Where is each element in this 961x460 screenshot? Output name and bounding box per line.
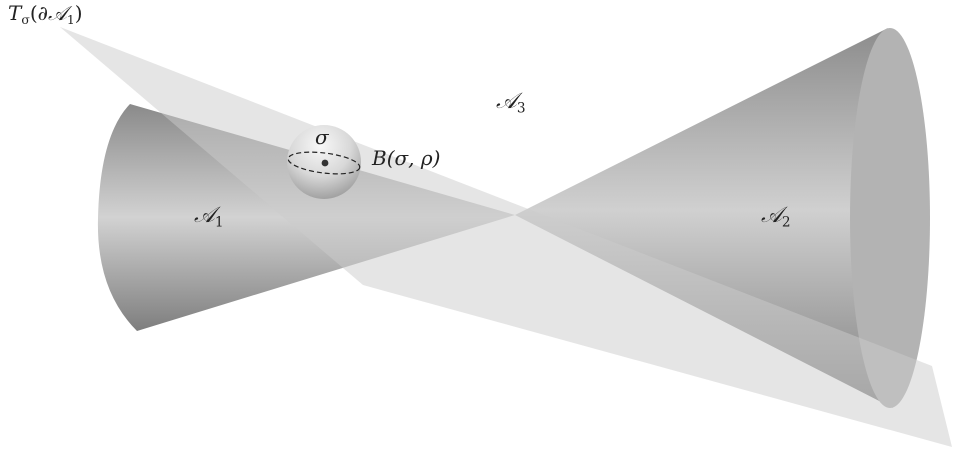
cone-a2-base xyxy=(850,28,930,408)
sigma-point xyxy=(321,159,329,167)
tangent-plane xyxy=(60,27,952,447)
cone-a2 xyxy=(515,28,893,408)
region-a1-label: 𝒜1 xyxy=(194,203,224,231)
ball-equator xyxy=(287,151,361,175)
ball-label: B(σ, ρ) xyxy=(372,146,441,170)
region-a2-label: 𝒜2 xyxy=(761,203,791,231)
sigma-label: σ xyxy=(315,125,329,149)
region-a3-label: 𝒜3 xyxy=(496,89,526,117)
plane-label: Tσ(∂𝒜1) xyxy=(8,1,83,27)
